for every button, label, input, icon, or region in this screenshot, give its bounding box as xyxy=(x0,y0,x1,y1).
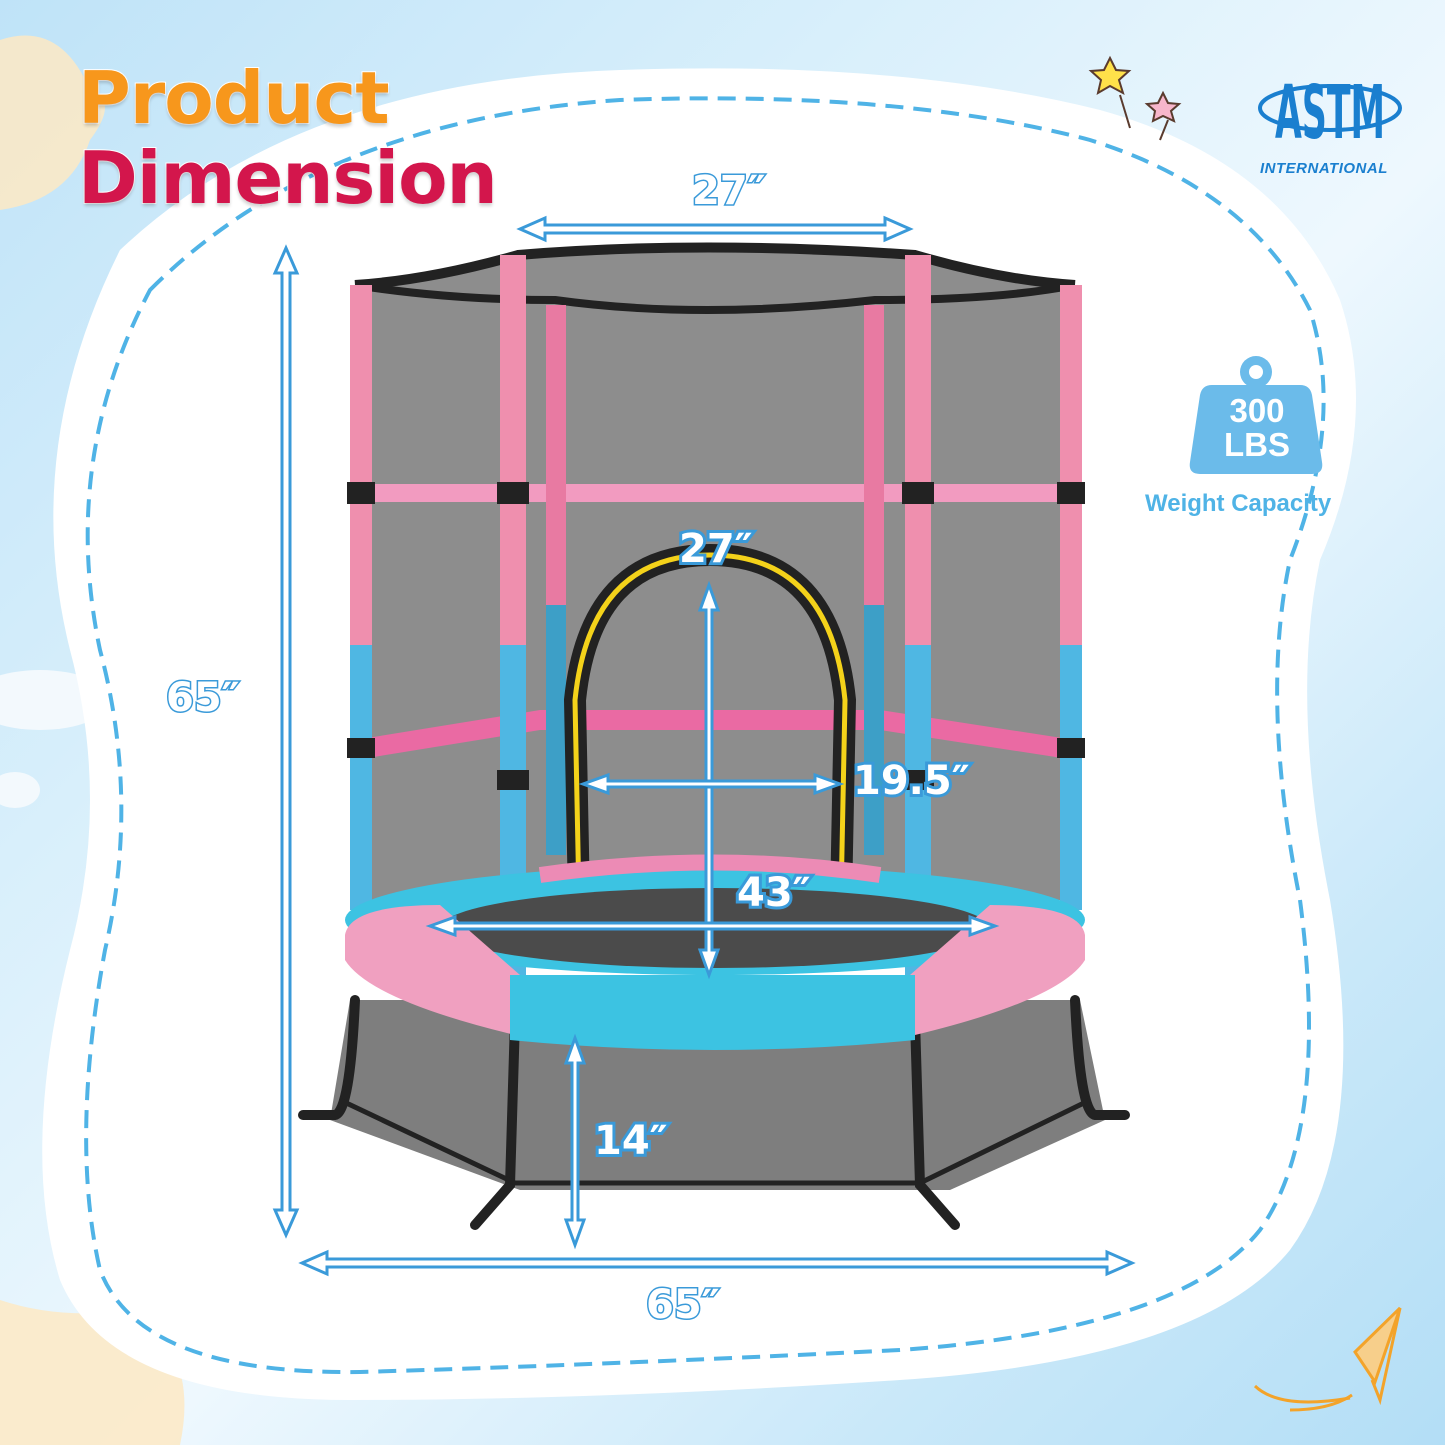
dimension-mat-diameter: 43″ xyxy=(734,867,814,919)
weight-unit: LBS xyxy=(1224,426,1290,463)
star-icon xyxy=(1088,55,1182,141)
trampoline-enclosure xyxy=(347,242,1085,990)
dimension-total-height: 65″ xyxy=(165,674,242,723)
dimension-door-height: 27″ xyxy=(676,523,756,575)
weight-icon xyxy=(1189,356,1323,474)
astm-international-label: INTERNATIONAL xyxy=(1260,160,1388,177)
paper-plane-icon xyxy=(1253,1306,1402,1412)
title-product: Product xyxy=(77,55,391,141)
weight-capacity-value: 300 LBS xyxy=(1202,394,1312,462)
weight-value: 300 xyxy=(1229,392,1285,429)
svg-text:ASTM: ASTM xyxy=(1275,70,1385,156)
dimension-arrows xyxy=(272,215,1136,1277)
dimension-leg-height: 14″ xyxy=(591,1115,671,1167)
trampoline-base xyxy=(298,995,1130,1230)
dimension-top-width: 27″ xyxy=(691,167,768,216)
title-dimension: Dimension xyxy=(77,135,499,221)
weight-capacity-label: Weight Capacity xyxy=(1145,490,1332,517)
astm-logo-icon: ASTM xyxy=(1258,70,1402,156)
dimension-door-width: 19.5″ xyxy=(850,755,973,807)
dimension-total-width: 65″ xyxy=(645,1281,722,1330)
